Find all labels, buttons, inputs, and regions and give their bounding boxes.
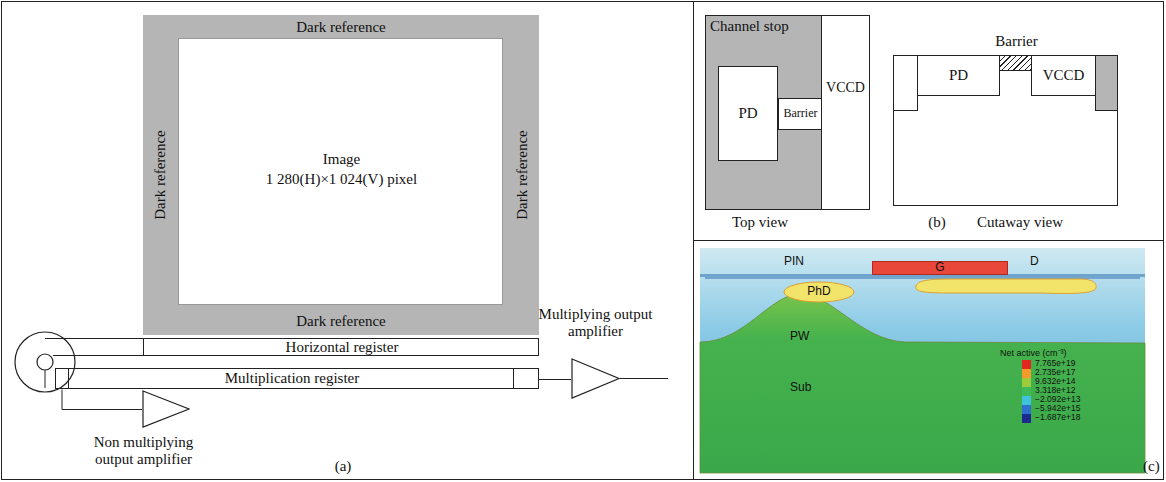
legend-swatch	[1022, 414, 1031, 423]
label-text: Multiplying output amplifier	[538, 306, 653, 339]
amplifier-outline	[142, 390, 190, 428]
register-wire	[45, 338, 143, 339]
photodiode-box: PD	[917, 55, 1000, 96]
label-text: PhD	[783, 281, 855, 303]
label-text: Barrier	[779, 99, 822, 129]
register-wire	[53, 355, 143, 356]
legend-swatch	[1022, 360, 1031, 369]
register-divider	[68, 368, 69, 388]
image-area: Image 1 280(H)×1 024(V) pixel	[178, 38, 503, 305]
legend-text: 3.318e+12	[1035, 386, 1075, 395]
label-text: PIN	[784, 255, 804, 268]
label-text: D	[1030, 255, 1039, 268]
dark-reference-frame: Dark referenceDark referenceDark referen…	[143, 15, 539, 335]
legend-text: −1.687e+18	[1035, 413, 1080, 422]
label-text: VCCD	[822, 80, 869, 95]
vccd-region: VCCD	[1031, 55, 1096, 96]
drain-region	[916, 279, 1096, 293]
register-divider	[513, 368, 514, 388]
barrier-box: Barrier	[778, 98, 823, 130]
label-text: Non multiplying output amplifier	[86, 434, 201, 467]
label-text: PD	[918, 56, 999, 95]
signal-wire	[539, 379, 571, 380]
channel-stop-region	[1096, 56, 1118, 111]
amplifier-symbol: Non multiplying output amplifier	[142, 390, 190, 428]
label-text: Horizontal register	[144, 339, 540, 355]
legend-swatch	[1022, 369, 1031, 378]
shape-outline	[143, 391, 189, 427]
simulation-field	[700, 248, 1145, 473]
label-text: Cutaway view	[960, 214, 1080, 231]
shape-outline	[572, 359, 619, 398]
panel-divider	[693, 240, 1164, 241]
register-wire	[45, 370, 46, 388]
legend-swatch	[1022, 405, 1031, 414]
label-text: Top view	[700, 214, 820, 231]
turnaround-circle	[37, 354, 53, 370]
legend-swatch	[1022, 396, 1031, 405]
legend-text: 7.765e+19	[1035, 359, 1075, 368]
label-text: Dark reference	[143, 313, 539, 330]
label-text: Dark reference	[514, 130, 531, 220]
output-wire	[620, 378, 668, 379]
label-text: (c)	[1143, 458, 1160, 475]
label-text: Sub	[790, 381, 811, 394]
label-text: Channel stop	[710, 18, 789, 35]
label-text: (a)	[313, 458, 373, 475]
label-text: Image	[179, 151, 504, 168]
label-text: PW	[790, 330, 809, 343]
barrier-box: Barrier	[999, 55, 1032, 71]
label-text: Net active (cm⁻³)	[1000, 349, 1067, 359]
legend-text: −5.942e+15	[1035, 404, 1080, 413]
label-text: Multiplication register	[70, 369, 514, 388]
multiplication-register: Multiplication register	[55, 368, 539, 389]
amplifier-outline	[571, 358, 620, 399]
label-text: VCCD	[1032, 56, 1095, 95]
amplifier-symbol: Multiplying output amplifier	[571, 358, 620, 399]
label-text: Dark reference	[143, 19, 539, 36]
label-text: Barrier	[980, 33, 1053, 50]
vccd-region: VCCD	[821, 15, 870, 210]
cutaway-substrate	[894, 56, 1118, 206]
photodiode-region: PhD	[783, 281, 855, 303]
legend-swatch	[1022, 387, 1031, 396]
cutaway-region	[894, 56, 918, 111]
photodiode-box: PD	[718, 66, 778, 161]
substrate-region	[700, 294, 1145, 473]
turnaround-circle	[15, 332, 75, 392]
surface-line	[705, 278, 1140, 279]
legend-swatch	[1022, 378, 1031, 387]
legend-text: 9.632e+14	[1035, 377, 1075, 386]
label-text: 1 280(H)×1 024(V) pixel	[179, 171, 504, 188]
shape-outline	[784, 282, 854, 302]
channel-stop: Channel stopPDBarrier	[705, 15, 822, 210]
label-text: Dark reference	[152, 130, 169, 220]
legend-text: −2.092e+13	[1035, 395, 1080, 404]
legend-text: 2.735e+17	[1035, 368, 1075, 377]
label-text: (b)	[917, 214, 957, 231]
label-text: G	[873, 262, 1007, 274]
gate-electrode: G	[872, 261, 1008, 275]
signal-wire	[62, 390, 142, 410]
label-text: PD	[719, 67, 777, 160]
horizontal-register: Horizontal register	[143, 338, 539, 356]
